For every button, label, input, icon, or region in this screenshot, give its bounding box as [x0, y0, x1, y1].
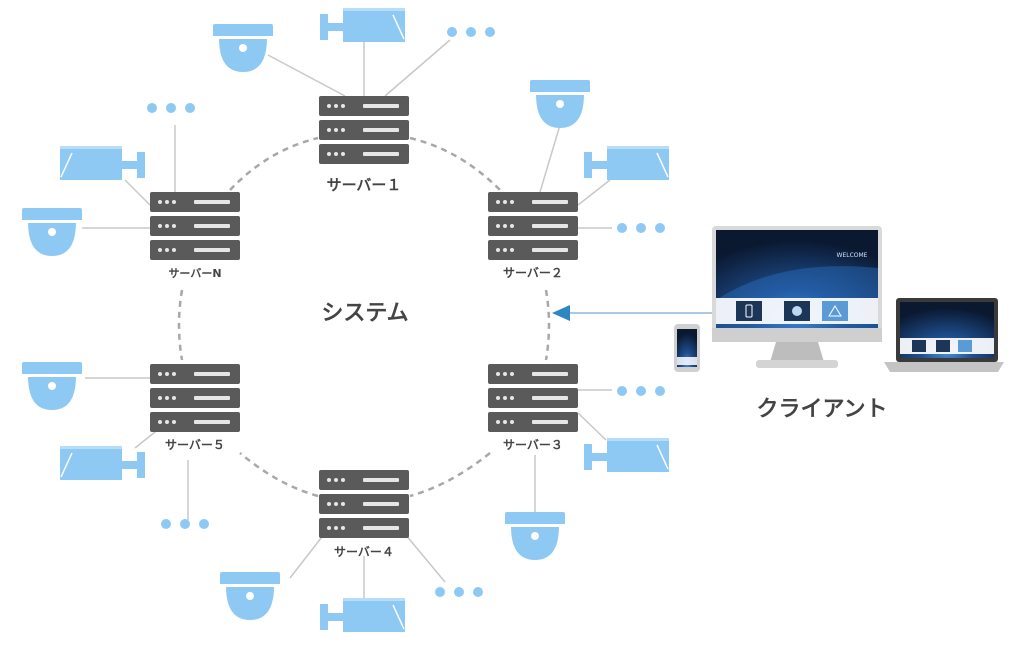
dome-camera-icon [22, 362, 82, 410]
server-5-label: サーバー５ [165, 438, 225, 452]
client-connection-arrow [552, 305, 712, 321]
ring-arc-5-to-n [177, 289, 184, 361]
ring-arc-1-to-2 [409, 136, 501, 191]
dome-camera-icon [530, 80, 590, 128]
desktop-monitor-icon: WELCOME [712, 226, 882, 368]
bullet-camera-icon [319, 597, 406, 633]
ring-arc-3-to-4 [409, 452, 491, 498]
dome-camera-icon [220, 572, 280, 620]
server-1-rack-icon [319, 96, 409, 164]
server-n-rack-icon [150, 192, 240, 260]
smartphone-icon [674, 324, 700, 372]
monitor-welcome-text: WELCOME [837, 252, 868, 259]
server-4-rack-icon [319, 470, 409, 538]
server-1-label: サーバー１ [327, 176, 402, 194]
ellipsis-icon [617, 223, 665, 233]
ring-arc-2-to-3 [544, 289, 551, 361]
ellipsis-icon [161, 519, 209, 529]
ellipsis-icon [617, 386, 665, 396]
server-3-label: サーバー３ [503, 438, 563, 452]
system-label: システム [321, 301, 408, 326]
dome-camera-icon [22, 208, 82, 256]
bullet-camera-icon [583, 437, 670, 473]
bullet-camera-icon [319, 7, 406, 43]
system-ring [177, 136, 551, 498]
server-n-label: サーバーN [168, 267, 221, 280]
server-4-label: サーバー４ [334, 545, 394, 559]
dome-camera-icon [213, 24, 273, 72]
ring-arc-n-to-1 [229, 136, 319, 191]
ellipsis-icon [447, 27, 495, 37]
server-3-rack-icon [488, 364, 578, 432]
bullet-camera-icon [60, 446, 145, 480]
ellipsis-icon [147, 103, 195, 113]
dome-camera-icon [505, 512, 565, 560]
bullet-camera-icon [583, 145, 670, 181]
bullet-camera-icon [60, 146, 145, 180]
laptop-icon [884, 298, 1004, 372]
ring-arc-4-to-5 [239, 452, 319, 498]
server-5-rack-icon [150, 364, 240, 432]
server-2-rack-icon [488, 192, 578, 260]
ellipsis-icon [435, 587, 483, 597]
server-2-label: サーバー２ [503, 266, 563, 280]
client-label: クライアント [756, 397, 887, 422]
